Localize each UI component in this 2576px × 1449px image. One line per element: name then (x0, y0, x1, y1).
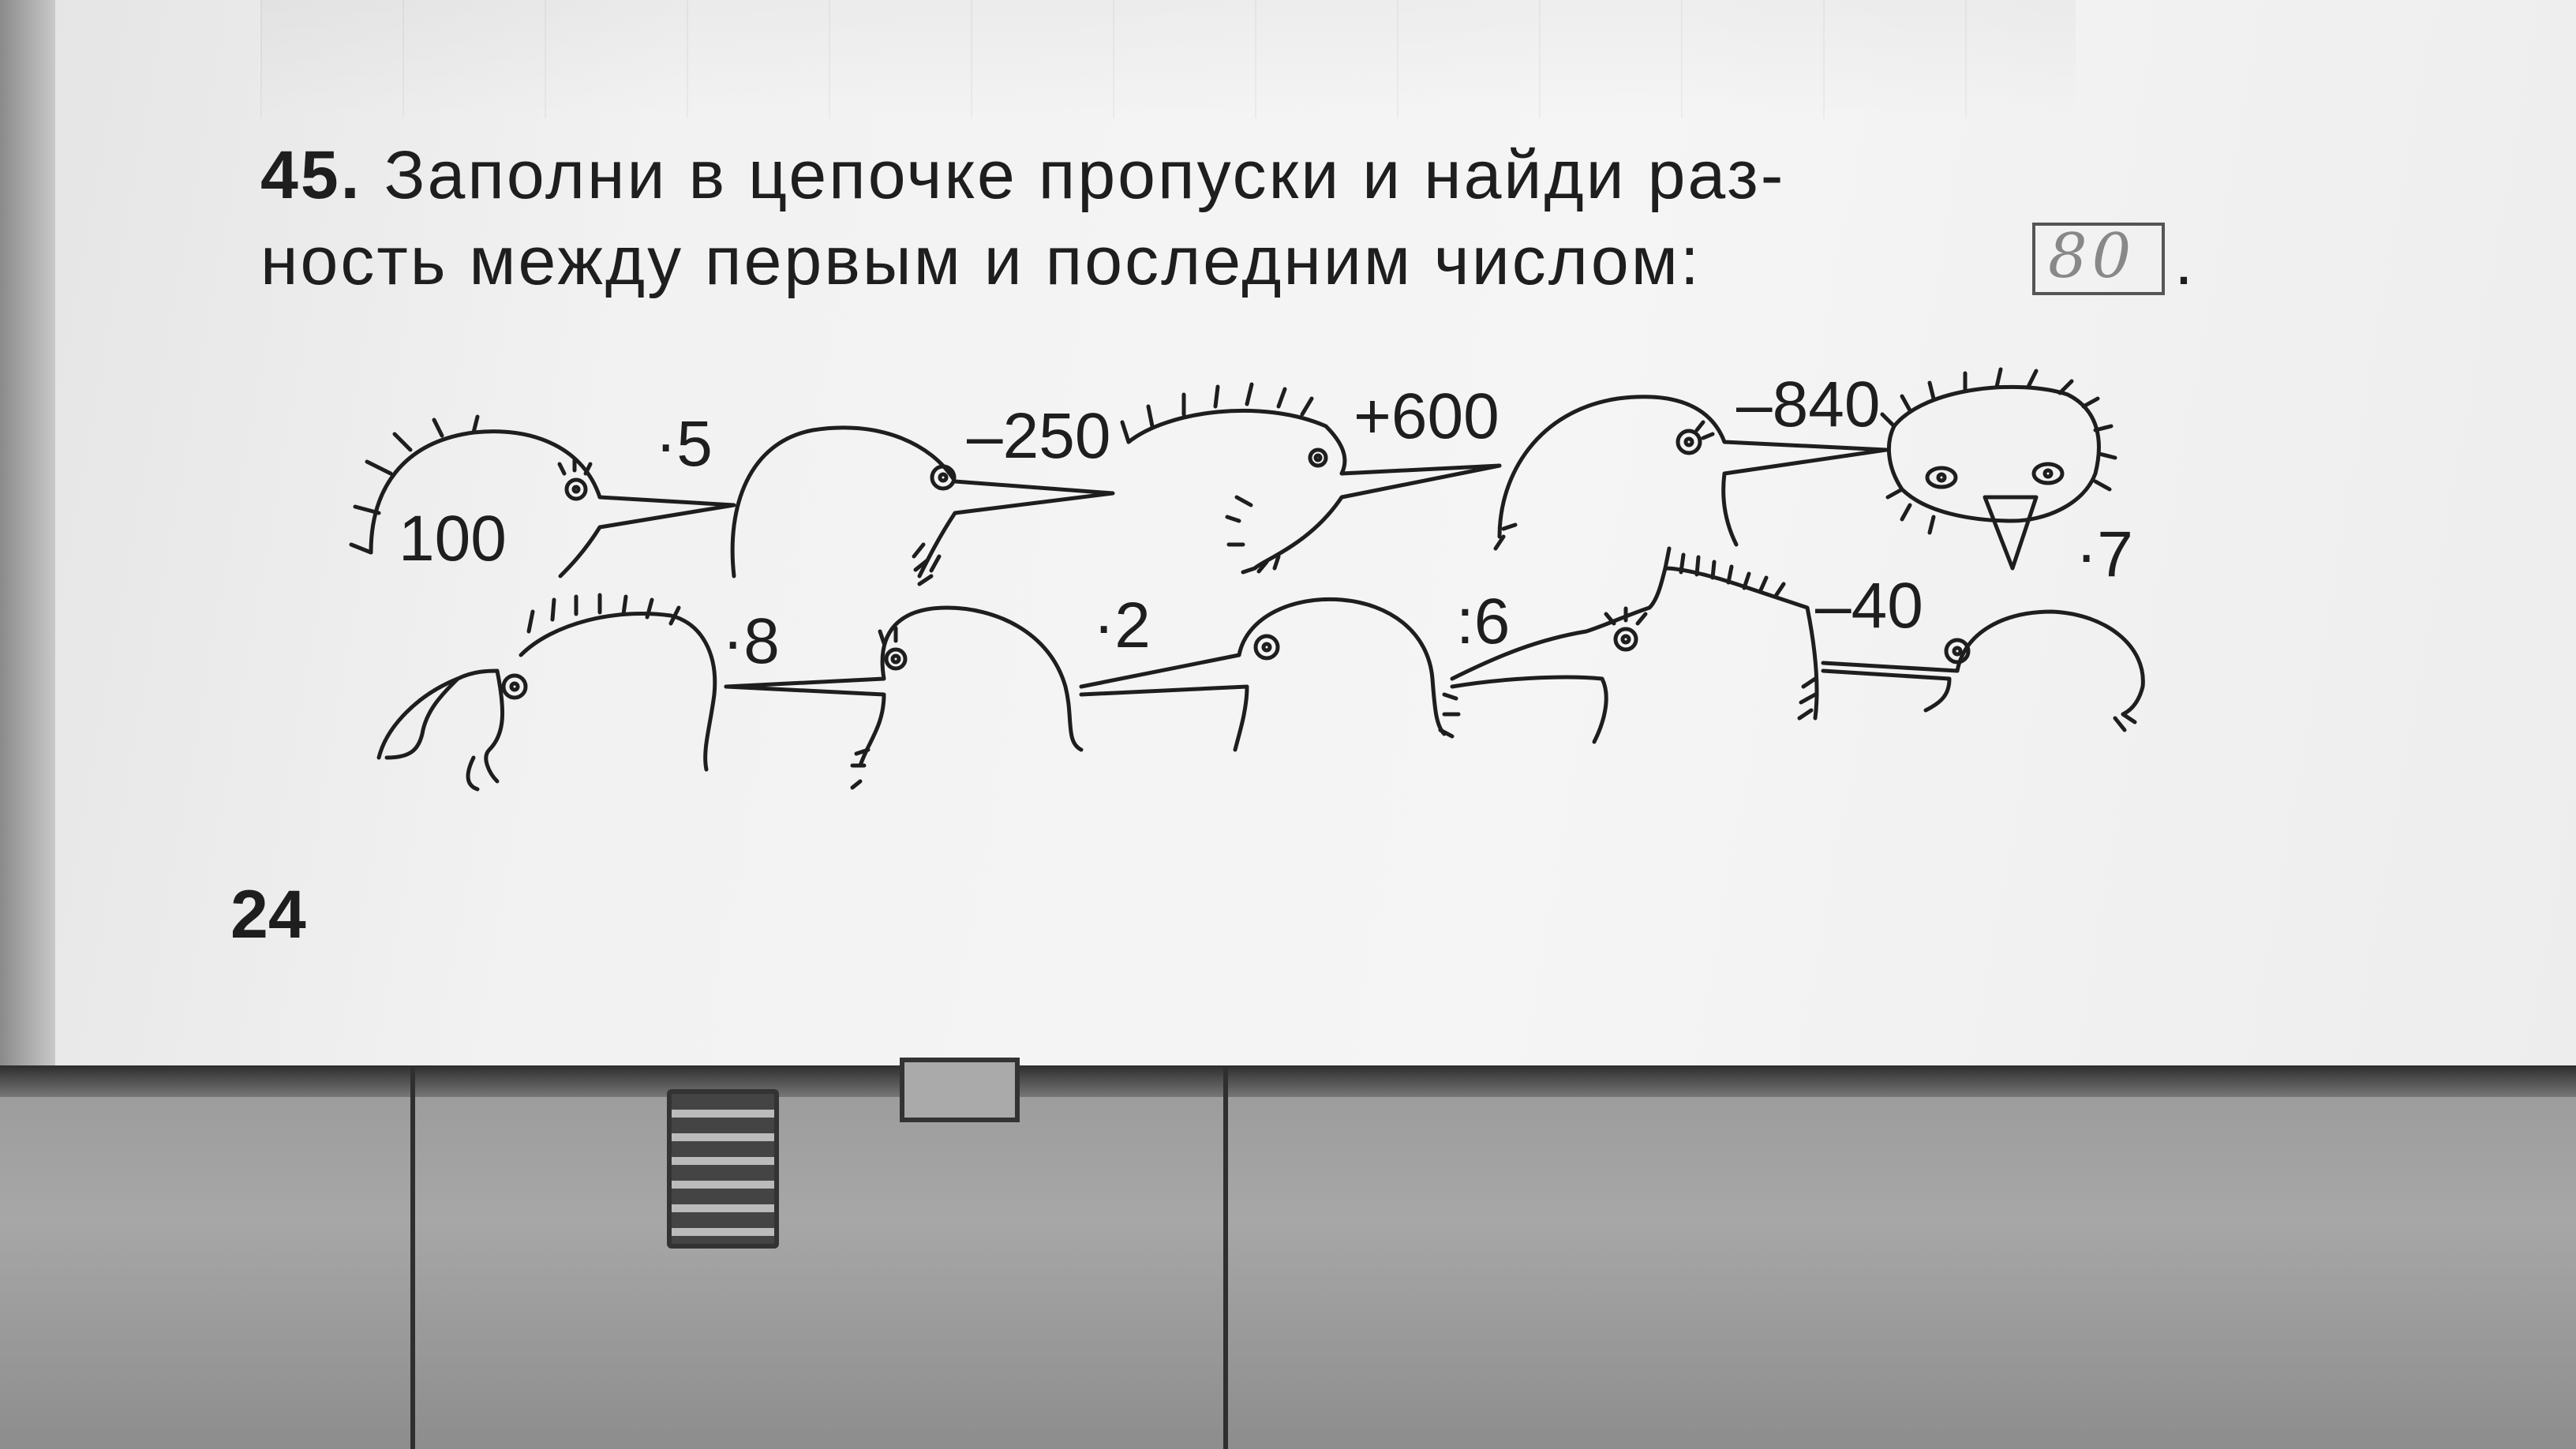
answer-box[interactable] (2032, 223, 2165, 295)
underlying-sheet (0, 1065, 2576, 1449)
exercise-text-line2: ность между первым и последним числом: (260, 223, 1702, 299)
exercise-number: 45. (260, 137, 362, 213)
exercise-statement: 45. Заполни в цепочке пропуски и найди ра… (260, 134, 2233, 216)
exercise-text-line1: Заполни в цепочке пропуски и найди раз- (384, 137, 1786, 213)
sheet-edge (0, 1065, 2576, 1097)
show-through-grid (260, 0, 2076, 118)
sentence-period: . (2174, 223, 2193, 299)
handwritten-answer: 80 (2048, 221, 2136, 292)
page-left-shadow (0, 0, 55, 1065)
page-number: 24 (230, 877, 306, 953)
sheet-box (900, 1058, 1020, 1122)
sheet-rule (410, 1065, 415, 1449)
sheet-rule (1223, 1065, 1228, 1449)
film-strip-icon (667, 1089, 779, 1249)
